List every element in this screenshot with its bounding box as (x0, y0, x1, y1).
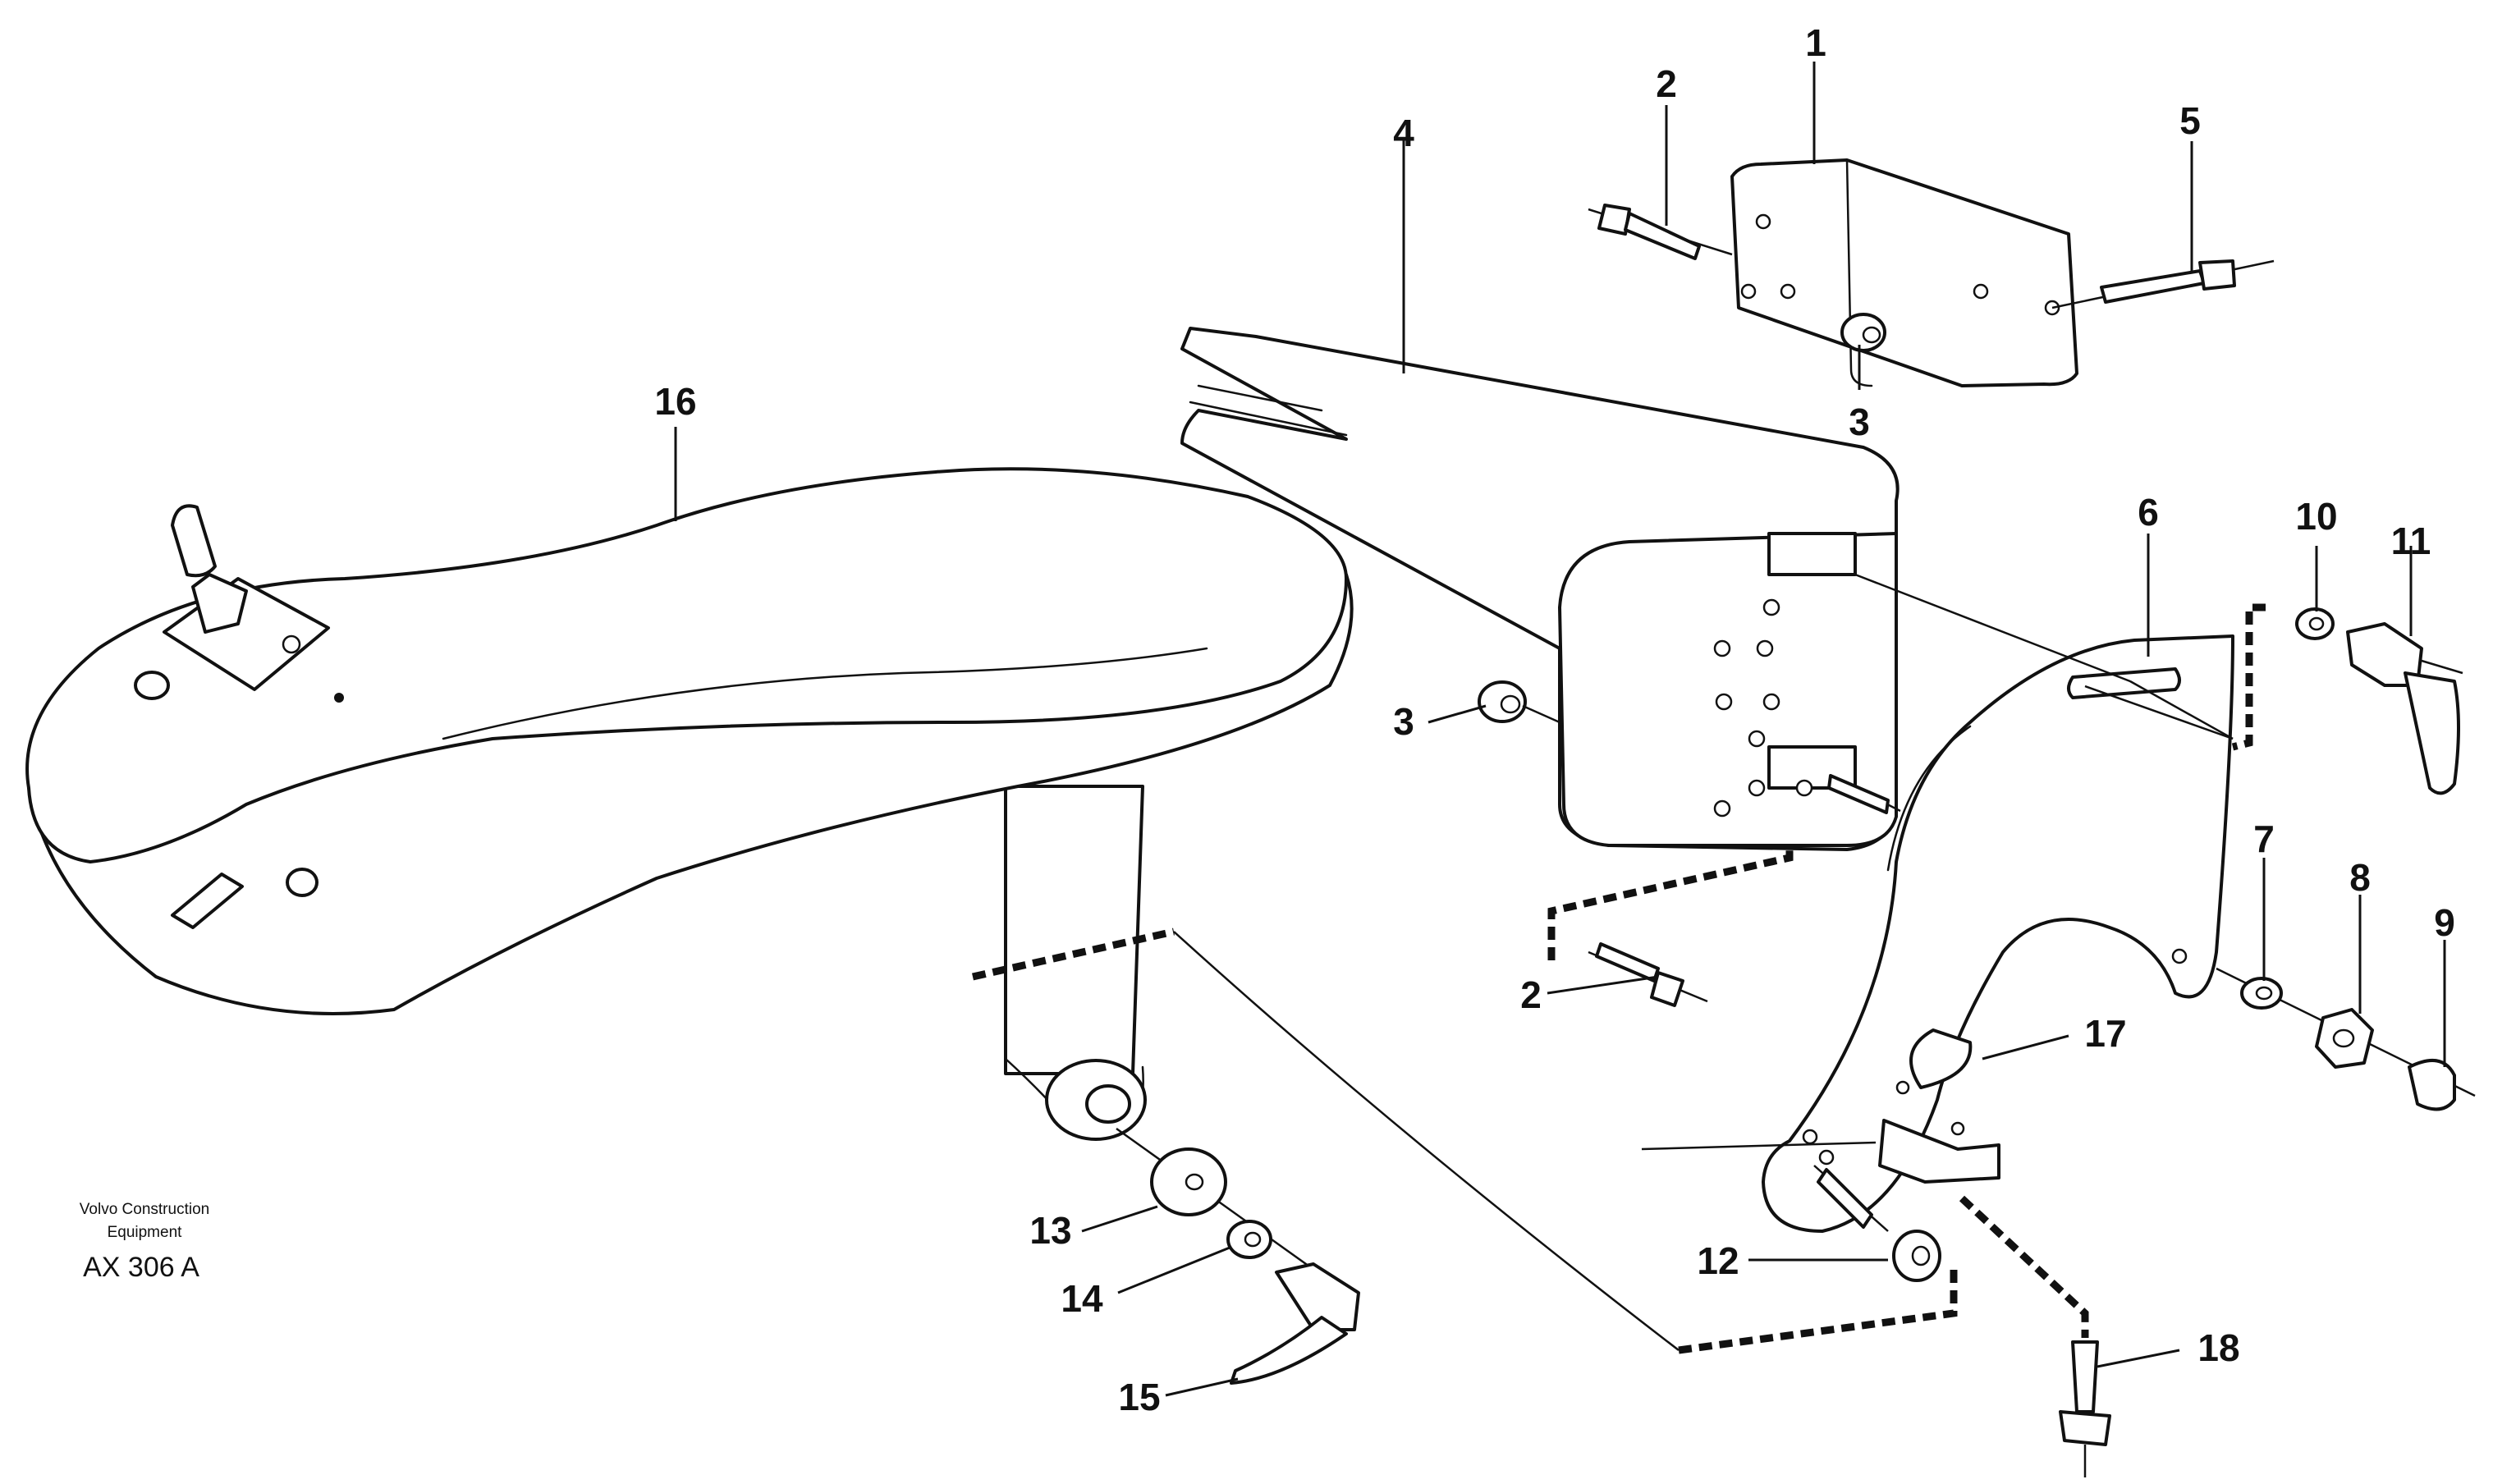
bracket-4 (1180, 327, 1900, 851)
callout-17: 17 (2084, 1012, 2126, 1055)
plunger-17 (1878, 1028, 2000, 1184)
callout-7: 7 (2253, 818, 2275, 860)
mounting-plate-6 (1762, 634, 2234, 1233)
callout-2-bottom: 2 (1520, 973, 1542, 1016)
callout-11: 11 (2391, 520, 2431, 562)
callout-18: 18 (2197, 1326, 2239, 1369)
drawing-code: AX 306 A (83, 1252, 199, 1283)
callout-8: 8 (2349, 856, 2371, 899)
company-line-1: Volvo Construction (80, 1201, 209, 1218)
dashed-assembly-lines (972, 603, 2266, 1354)
callout-13: 13 (1029, 1209, 1071, 1252)
callout-16: 16 (654, 380, 696, 423)
leader-lines (674, 62, 2446, 1397)
hardware (1116, 204, 2476, 1477)
callout-14: 14 (1061, 1277, 1103, 1320)
title-block: Volvo Construction Equipment AX 306 A (80, 1201, 209, 1283)
callout-5: 5 (2179, 99, 2201, 142)
callout-15: 15 (1118, 1376, 1160, 1418)
callout-1: 1 (1805, 21, 1826, 64)
callouts: 1 2 5 4 3 16 3 6 10 11 7 8 9 17 2 12 18 … (654, 21, 2454, 1418)
angle-bracket-1 (1730, 158, 2078, 387)
callout-3-left: 3 (1393, 700, 1414, 743)
callout-3-top: 3 (1849, 401, 1870, 443)
callout-6: 6 (2138, 491, 2159, 534)
callout-9: 9 (2434, 901, 2455, 944)
callout-12: 12 (1697, 1239, 1739, 1282)
callout-10: 10 (2295, 495, 2337, 538)
callout-2-top: 2 (1656, 62, 1677, 105)
armrest-part (25, 467, 1354, 1141)
callout-4: 4 (1393, 112, 1414, 154)
company-line-2: Equipment (108, 1224, 183, 1241)
